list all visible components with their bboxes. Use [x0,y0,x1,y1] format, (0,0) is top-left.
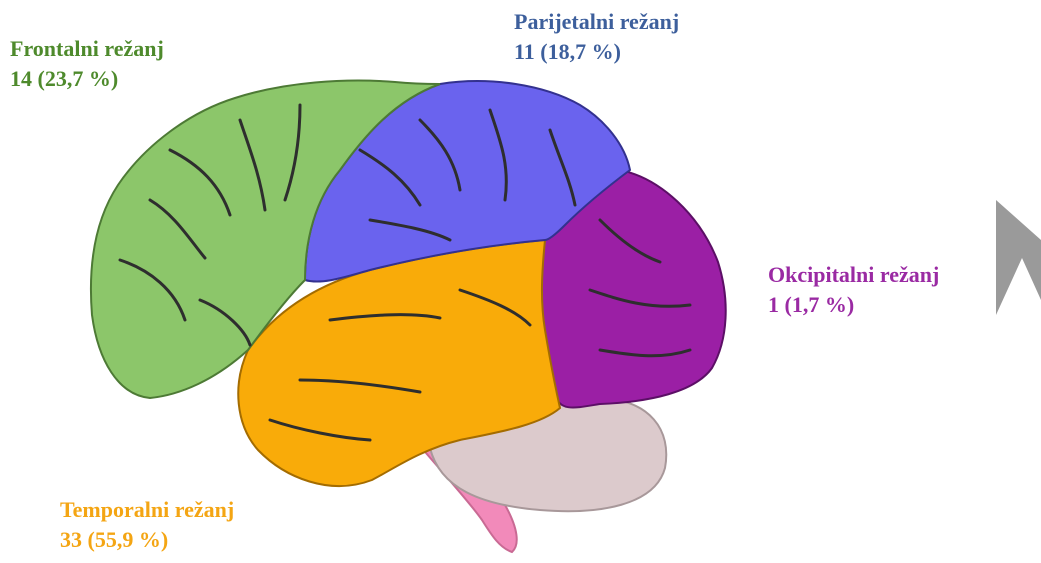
parietal-lobe-name: Parijetalni režanj [514,7,679,37]
frontal-lobe-name: Frontalni režanj [10,34,164,64]
occipital-lobe-name: Okcipitalni režanj [768,260,939,290]
occipital-lobe-label: Okcipitalni režanj 1 (1,7 %) [768,260,939,320]
temporal-lobe-label: Temporalni režanj 33 (55,9 %) [60,495,234,555]
frontal-lobe-value: 14 (23,7 %) [10,64,164,94]
temporal-lobe-value: 33 (55,9 %) [60,525,234,555]
parietal-lobe-value: 11 (18,7 %) [514,37,679,67]
occipital-lobe-value: 1 (1,7 %) [768,290,939,320]
temporal-lobe-name: Temporalni režanj [60,495,234,525]
frontal-lobe-label: Frontalni režanj 14 (23,7 %) [10,34,164,94]
chevron-arrow-icon [996,200,1041,315]
parietal-lobe-label: Parijetalni režanj 11 (18,7 %) [514,7,679,67]
